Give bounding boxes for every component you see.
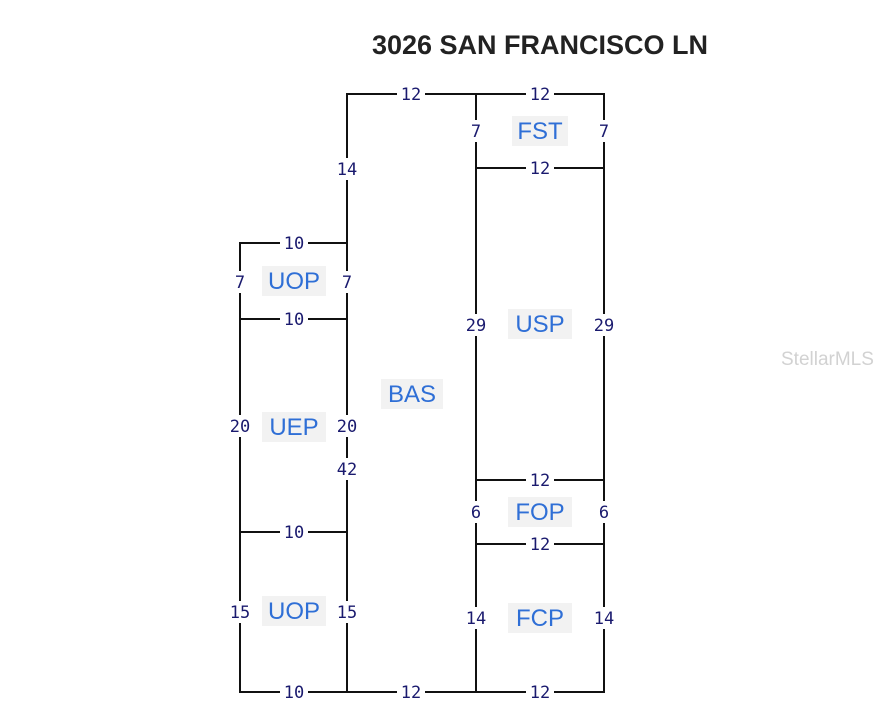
dim-top-left: 12 bbox=[401, 85, 421, 105]
dim-uop-bottom-left: 15 bbox=[230, 603, 250, 623]
dim-usp-left: 29 bbox=[466, 316, 486, 336]
dimension-labels: 12 12 7 7 12 14 10 7 7 10 29 29 20 20 42… bbox=[226, 84, 618, 703]
dim-fst-right: 7 bbox=[599, 122, 609, 142]
dim-bottom-left: 10 bbox=[284, 683, 304, 703]
dim-fst-bottom: 12 bbox=[530, 159, 550, 179]
area-label-fop: FOP bbox=[515, 499, 564, 526]
area-label-uop-bottom: UOP bbox=[268, 598, 320, 625]
dim-uop-top-right: 7 bbox=[342, 273, 352, 293]
dim-uop-top-top: 10 bbox=[284, 234, 304, 254]
dim-bas-upper-left: 14 bbox=[337, 160, 357, 180]
dim-fcp-right: 14 bbox=[594, 609, 614, 629]
watermark: StellarMLS bbox=[781, 349, 874, 370]
dim-usp-bottom: 12 bbox=[530, 471, 550, 491]
area-label-bas: BAS bbox=[388, 381, 436, 408]
dim-usp-right: 29 bbox=[594, 316, 614, 336]
dim-fop-right: 6 bbox=[599, 503, 609, 523]
dim-uop-top-left: 7 bbox=[235, 273, 245, 293]
dim-uop-top-bottom: 10 bbox=[284, 310, 304, 330]
area-label-fst: FST bbox=[517, 118, 563, 145]
area-label-uop-top: UOP bbox=[268, 268, 320, 295]
dim-uep-bottom: 10 bbox=[284, 523, 304, 543]
dim-fst-left: 7 bbox=[471, 122, 481, 142]
dim-uep-left: 20 bbox=[230, 417, 250, 437]
area-label-fcp: FCP bbox=[516, 605, 564, 632]
dim-fop-left: 6 bbox=[471, 503, 481, 523]
dim-bottom-right: 12 bbox=[530, 683, 550, 703]
dim-uop-bottom-right: 15 bbox=[337, 603, 357, 623]
area-labels: FST UOP USP BAS UEP FOP UOP FCP bbox=[262, 116, 572, 633]
area-label-uep: UEP bbox=[269, 414, 318, 441]
area-label-usp: USP bbox=[515, 311, 564, 338]
dim-fcp-left: 14 bbox=[466, 609, 486, 629]
dim-uep-right: 20 bbox=[337, 417, 357, 437]
walls bbox=[239, 93, 605, 693]
dim-bottom-mid: 12 bbox=[401, 683, 421, 703]
dim-bas-left: 42 bbox=[337, 460, 357, 480]
dim-fop-bottom: 12 bbox=[530, 535, 550, 555]
property-address-title: 3026 SAN FRANCISCO LN bbox=[371, 30, 709, 60]
dim-top-right: 12 bbox=[530, 85, 550, 105]
